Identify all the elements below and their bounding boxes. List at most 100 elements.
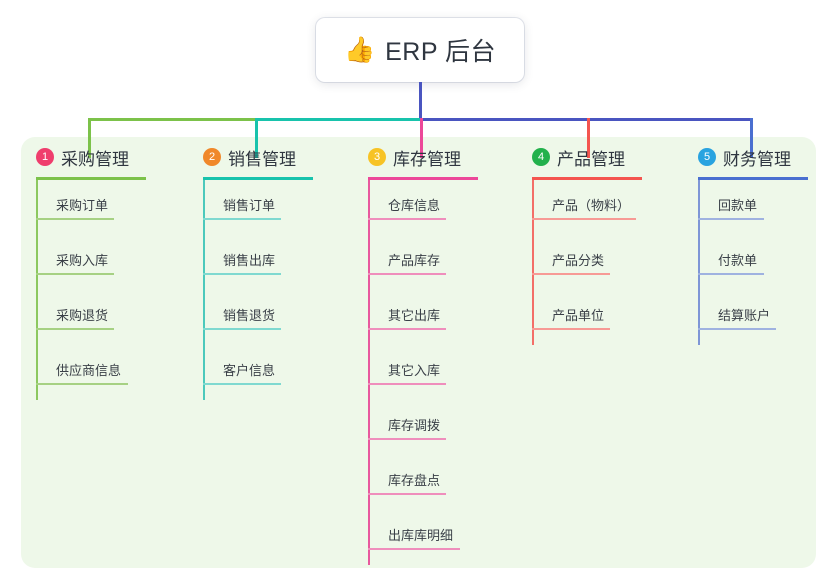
list-item[interactable]: 采购入库 [36, 235, 196, 290]
branch-underline-5 [698, 177, 808, 180]
branch-title-4: 产品管理 [557, 149, 625, 169]
connector-drop-3 [420, 118, 423, 158]
item-underline [203, 218, 281, 220]
list-item[interactable]: 其它入库 [368, 345, 528, 400]
connector-bus-teal [255, 118, 422, 121]
branch-underline-3 [368, 177, 478, 180]
branch-header-2[interactable]: 2 销售管理 [203, 144, 363, 170]
item-underline [36, 218, 114, 220]
list-item[interactable]: 产品单位 [532, 290, 692, 345]
branch-spine-2 [203, 180, 205, 400]
item-label: 库存调拨 [388, 418, 441, 433]
branch-header-3[interactable]: 3 库存管理 [368, 144, 528, 170]
item-label: 产品库存 [388, 253, 441, 268]
list-item[interactable]: 采购订单 [36, 180, 196, 235]
item-label: 产品单位 [552, 308, 605, 323]
item-label: 库存盘点 [388, 473, 441, 488]
item-underline [532, 328, 610, 330]
branch-column-5: 5 财务管理 回款单 付款单 结算账户 [698, 144, 839, 345]
item-underline [698, 218, 764, 220]
branch-number-badge-5: 5 [698, 148, 716, 166]
branch-header-1[interactable]: 1 采购管理 [36, 144, 196, 170]
branch-header-5[interactable]: 5 财务管理 [698, 144, 839, 170]
list-item[interactable]: 产品库存 [368, 235, 528, 290]
connector-drop-1 [88, 118, 91, 158]
connector-root-stem [419, 82, 422, 119]
branch-underline-1 [36, 177, 146, 180]
item-underline [368, 273, 446, 275]
item-label: 采购入库 [56, 253, 109, 268]
item-underline [368, 548, 460, 550]
list-item[interactable]: 付款单 [698, 235, 839, 290]
branch-underline-2 [203, 177, 313, 180]
branch-number-badge-4: 4 [532, 148, 550, 166]
item-label: 供应商信息 [56, 363, 122, 378]
connector-drop-2 [255, 118, 258, 158]
list-item[interactable]: 出库库明细 [368, 510, 528, 565]
list-item[interactable]: 销售退货 [203, 290, 363, 345]
list-item[interactable]: 库存调拨 [368, 400, 528, 455]
connector-drop-5 [750, 118, 753, 158]
branch-underline-4 [532, 177, 642, 180]
item-underline [203, 328, 281, 330]
item-label: 仓库信息 [388, 198, 441, 213]
item-underline [368, 438, 446, 440]
item-underline [203, 383, 281, 385]
branch-column-1: 1 采购管理 采购订单 采购入库 采购退货 供应商信息 [36, 144, 196, 400]
list-item[interactable]: 产品分类 [532, 235, 692, 290]
branch-number-badge-2: 2 [203, 148, 221, 166]
item-underline [698, 328, 776, 330]
item-underline [532, 273, 610, 275]
branch-title-1: 采购管理 [61, 149, 129, 169]
item-label: 结算账户 [718, 308, 771, 323]
item-label: 付款单 [718, 253, 758, 268]
list-item[interactable]: 供应商信息 [36, 345, 196, 400]
branch-column-3: 3 库存管理 仓库信息 产品库存 其它出库 其它入库 库存调拨 [368, 144, 528, 565]
item-label: 采购订单 [56, 198, 109, 213]
list-item[interactable]: 产品（物料） [532, 180, 692, 235]
list-item[interactable]: 库存盘点 [368, 455, 528, 510]
list-item[interactable]: 销售订单 [203, 180, 363, 235]
item-underline [368, 328, 446, 330]
item-underline [36, 328, 114, 330]
branch-spine-5 [698, 180, 700, 345]
branch-column-2: 2 销售管理 销售订单 销售出库 销售退货 客户信息 [203, 144, 363, 400]
list-item[interactable]: 仓库信息 [368, 180, 528, 235]
branch-header-4[interactable]: 4 产品管理 [532, 144, 692, 170]
thumbs-up-icon: 👍 [343, 35, 376, 64]
branch-spine-4 [532, 180, 534, 345]
list-item[interactable]: 销售出库 [203, 235, 363, 290]
connector-bus-indigo [420, 118, 753, 121]
branch-items-4: 产品（物料） 产品分类 产品单位 [532, 180, 692, 345]
branch-items-5: 回款单 付款单 结算账户 [698, 180, 839, 345]
branch-number-badge-3: 3 [368, 148, 386, 166]
item-label: 销售订单 [223, 198, 276, 213]
item-underline [36, 383, 128, 385]
connector-drop-4 [587, 118, 590, 158]
item-underline [532, 218, 636, 220]
branch-items-1: 采购订单 采购入库 采购退货 供应商信息 [36, 180, 196, 400]
branch-spine-3 [368, 180, 370, 565]
item-label: 出库库明细 [388, 528, 454, 543]
item-underline [368, 218, 446, 220]
list-item[interactable]: 结算账户 [698, 290, 839, 345]
branch-title-5: 财务管理 [723, 149, 791, 169]
item-label: 回款单 [718, 198, 758, 213]
list-item[interactable]: 采购退货 [36, 290, 196, 345]
list-item[interactable]: 其它出库 [368, 290, 528, 345]
item-label: 其它出库 [388, 308, 441, 323]
item-underline [203, 273, 281, 275]
item-underline [36, 273, 114, 275]
list-item[interactable]: 回款单 [698, 180, 839, 235]
branch-title-2: 销售管理 [228, 149, 296, 169]
branch-items-3: 仓库信息 产品库存 其它出库 其它入库 库存调拨 库存盘点 [368, 180, 528, 565]
root-node-erp-backend[interactable]: 👍 ERP 后台 [316, 18, 524, 82]
item-label: 客户信息 [223, 363, 276, 378]
item-label: 采购退货 [56, 308, 109, 323]
list-item[interactable]: 客户信息 [203, 345, 363, 400]
connector-bus-green [88, 118, 257, 121]
item-underline [368, 383, 446, 385]
item-label: 产品分类 [552, 253, 605, 268]
item-underline [368, 493, 446, 495]
